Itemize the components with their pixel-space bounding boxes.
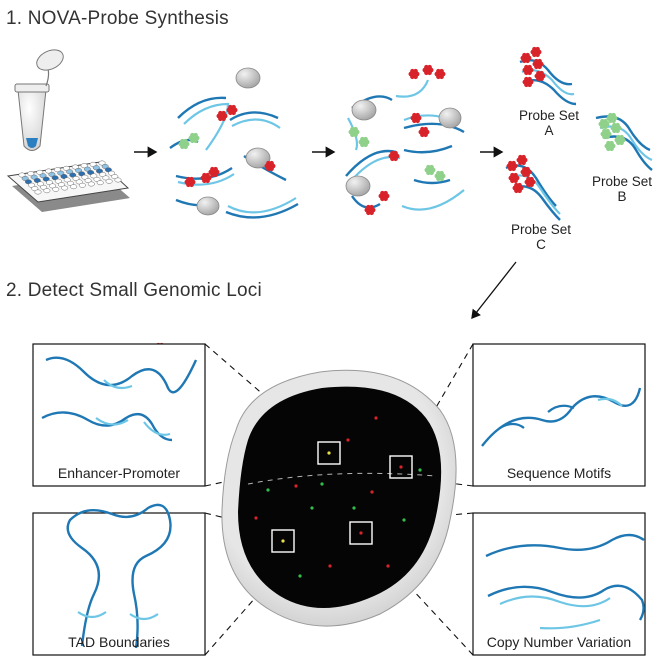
apply-probes-arrow	[471, 261, 517, 320]
copy-number-variation-label: Copy Number Variation	[486, 634, 632, 650]
enhancer-promoter-label: Enhancer-Promoter	[57, 465, 181, 481]
sequence-motifs-label: Sequence Motifs	[506, 465, 612, 481]
96-well-plate-icon	[6, 160, 130, 212]
fish-spots	[254, 416, 422, 578]
probe-set-b-line1: Probe Set	[591, 174, 653, 189]
synthesis-heading: 1. NOVA-Probe Synthesis	[6, 8, 229, 29]
probe-set-b-label: Probe Set B	[582, 174, 662, 204]
detect-heading: 2. Detect Small Genomic Loci	[6, 280, 262, 301]
probe-set-a-line2: A	[544, 123, 554, 138]
probe-set-c-label: Probe Set C	[498, 222, 584, 252]
tad-boundaries-dna	[66, 503, 172, 649]
probe-set-a-label: Probe Set A	[506, 108, 592, 138]
probe-set-c-line1: Probe Set	[510, 222, 572, 237]
probe-set-a-line1: Probe Set	[518, 108, 580, 123]
probe-set-b-line2: B	[617, 189, 627, 204]
probe-set-c-line2: C	[536, 237, 546, 252]
probe-mixture-step-2	[345, 79, 465, 211]
microcentrifuge-tube-icon	[14, 49, 64, 151]
tad-boundaries-panel	[32, 512, 206, 656]
nucleus-image	[221, 369, 457, 627]
enhancer-promoter-dna	[41, 356, 198, 442]
probe-mixture-step-1	[169, 67, 299, 219]
enhancer-promoter-panel	[32, 343, 206, 487]
sequence-motifs-panel	[472, 343, 646, 487]
copy-number-variation-dna	[485, 533, 645, 630]
tad-boundaries-label: TAD Boundaries	[68, 634, 170, 650]
sequence-motifs-dna	[481, 387, 642, 447]
zoom-boxes	[271, 441, 413, 553]
